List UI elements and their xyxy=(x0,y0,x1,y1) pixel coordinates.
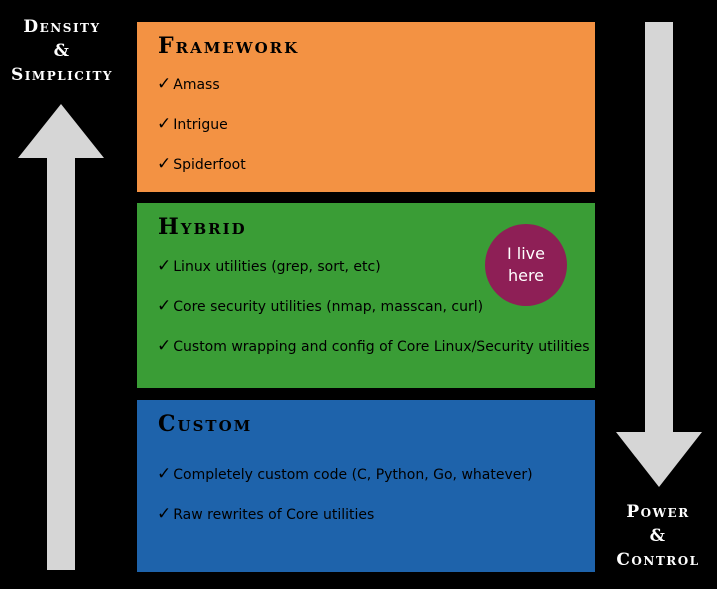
item-label: Custom wrapping and config of Core Linux… xyxy=(173,339,590,355)
item-label: Linux utilities (grep, sort, etc) xyxy=(173,259,381,275)
item-label: Completely custom code (C, Python, Go, w… xyxy=(173,467,533,483)
right-label-line1: Power xyxy=(626,502,690,522)
custom-title: Custom xyxy=(158,411,253,437)
check-icon: ✓ xyxy=(157,256,172,276)
left-label-line2: & xyxy=(53,41,71,61)
check-icon: ✓ xyxy=(157,296,172,316)
down-arrow-icon xyxy=(616,22,702,487)
check-icon: ✓ xyxy=(157,154,172,174)
check-icon: ✓ xyxy=(157,464,172,484)
custom-item-custom-code: ✓Completely custom code (C, Python, Go, … xyxy=(157,464,533,484)
hybrid-item-core-security: ✓Core security utilities (nmap, masscan,… xyxy=(157,296,483,316)
check-icon: ✓ xyxy=(157,504,172,524)
custom-layer: Custom ✓Completely custom code (C, Pytho… xyxy=(137,400,595,572)
up-arrow-icon xyxy=(18,104,104,570)
left-label-line1: Density xyxy=(23,17,101,37)
check-icon: ✓ xyxy=(157,74,172,94)
check-icon: ✓ xyxy=(157,336,172,356)
i-live-here-badge: I live here xyxy=(485,224,567,306)
power-control-label: Power & Control xyxy=(598,500,717,572)
framework-item-amass: ✓Amass xyxy=(157,74,220,94)
custom-item-raw-rewrites: ✓Raw rewrites of Core utilities xyxy=(157,504,374,524)
right-label-line3: Control xyxy=(616,550,700,570)
item-label: Amass xyxy=(173,77,220,93)
density-simplicity-label: Density & Simplicity xyxy=(0,15,124,87)
framework-layer: Framework ✓Amass ✓Intrigue ✓Spiderfoot xyxy=(137,22,595,192)
item-label: Core security utilities (nmap, masscan, … xyxy=(173,299,484,315)
item-label: Intrigue xyxy=(173,117,228,133)
up-arrow-shape xyxy=(18,104,104,570)
hybrid-title: Hybrid xyxy=(158,214,247,240)
left-label-line3: Simplicity xyxy=(11,65,113,85)
hybrid-item-custom-wrapping: ✓Custom wrapping and config of Core Linu… xyxy=(157,336,590,356)
check-icon: ✓ xyxy=(157,114,172,134)
badge-text: I live here xyxy=(506,244,545,285)
item-label: Raw rewrites of Core utilities xyxy=(173,507,375,523)
framework-item-spiderfoot: ✓Spiderfoot xyxy=(157,154,246,174)
framework-title: Framework xyxy=(158,33,300,59)
right-label-line2: & xyxy=(649,526,667,546)
framework-item-intrigue: ✓Intrigue xyxy=(157,114,228,134)
item-label: Spiderfoot xyxy=(173,157,246,173)
down-arrow-shape xyxy=(616,22,702,487)
hybrid-item-linux-utilities: ✓Linux utilities (grep, sort, etc) xyxy=(157,256,381,276)
